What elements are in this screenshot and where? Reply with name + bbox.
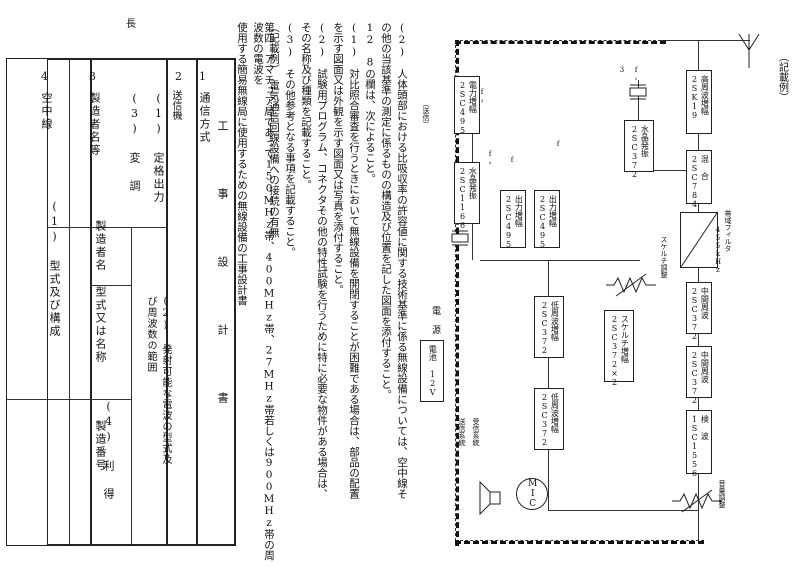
label-sheet: （送信） — [422, 100, 430, 128]
wire-dash-top — [455, 40, 666, 44]
title-band — [197, 59, 235, 545]
wire-mix-osc — [638, 170, 698, 171]
row1-band — [167, 59, 197, 545]
crystal-icon — [629, 84, 647, 100]
note-12-3: (3) その他参考となる事項を記載すること。 — [284, 22, 297, 258]
note-4b: 使用する簡易無線局に使用するための無線設備の工事設計書 — [236, 22, 249, 306]
row3-col-split — [69, 59, 70, 545]
block-battery: 電池 12V — [420, 340, 444, 402]
wire-dash-left — [455, 40, 459, 546]
label-bandpass: 帯域フィルタ — [724, 210, 732, 252]
row3-label: 製造者名等 — [88, 92, 101, 157]
label-f3: f₃ — [478, 88, 486, 104]
row1-num: 1 — [196, 70, 209, 85]
wire-antenna-top — [660, 40, 750, 41]
row1-label: 通信方式 — [198, 92, 211, 144]
row2-split-b — [91, 285, 131, 286]
squelch-resistor-icon — [606, 273, 656, 297]
mic-icon: MIC — [516, 478, 548, 510]
wire-tx-b — [548, 510, 698, 511]
design-form-table — [6, 58, 236, 546]
row3-model: 型式又は名称 — [94, 286, 107, 364]
form-title: 工 事 設 計 書 — [216, 120, 229, 425]
row2-split-a — [91, 227, 167, 228]
long-mark: 長 — [123, 18, 135, 28]
row2-split-c — [91, 399, 131, 400]
row2-3: (3) 変 調 — [128, 92, 141, 193]
label-f5: f — [508, 156, 516, 164]
label-bandpass-freq: 455kHz — [714, 226, 722, 274]
row2-num: 2 — [172, 70, 185, 85]
wire-tx-a — [548, 260, 549, 510]
antenna-icon — [738, 33, 760, 68]
row2-band — [91, 59, 167, 545]
label-f2: f₂ — [486, 150, 494, 166]
row2-4: (4) 利 得 — [102, 400, 115, 501]
row3-maker: 製造者名 — [94, 220, 107, 272]
row4-num: 4 — [38, 70, 51, 85]
label-power: 電 源 — [430, 306, 440, 334]
note-4: 第四 アマチュア局であって150MHz帯、400MHz帯、27MHz帯若しくは9… — [252, 22, 276, 561]
crystal2-icon — [451, 230, 469, 246]
row2-col-split — [131, 227, 132, 545]
note-12: 12 8の欄は、次によること。 — [364, 22, 377, 184]
row2-2: (2) 発射可能な電波の型式及び周波数の範囲 — [145, 296, 171, 465]
bandpass-diagonal — [681, 213, 717, 267]
label-rx-line: 受信系統 — [472, 418, 480, 446]
label-x3: 3 — [618, 66, 626, 74]
wire-tx-chain — [480, 260, 640, 261]
label-volume: 音量調整 — [718, 480, 726, 508]
wire-dash-bottom — [455, 540, 704, 544]
diagram-example-label: （記載例） — [776, 52, 788, 102]
label-tx-line: 送信系統 — [458, 418, 466, 446]
row4-label: 空中線 — [40, 92, 53, 131]
row2-1: (1) 定格出力 — [152, 92, 165, 204]
note-12-1: (1) 対比照合審査を行うときにおいて無線設備を開閉することが困難である場合は、… — [348, 22, 361, 499]
note-2b: の他の当該基準の測定に係るものの構造及び位置を記した図面を添付すること。 — [380, 22, 393, 400]
speaker-icon — [479, 480, 501, 516]
note-12-1b: を示す図面又は外観を示す図面又は写真を添付すること。 — [332, 22, 345, 295]
block-bandpass — [680, 212, 718, 268]
row4-split — [7, 399, 47, 400]
note-example: （記載例） 電気通信回線設備への接続の有無 — [268, 22, 281, 238]
row4-1: (1) 型式及び構成 — [48, 200, 61, 338]
note-12-2: (2) 試験用プログラム、コネクタその他の特性試験を行うために特に必要な物件があ… — [316, 22, 329, 499]
row3-num: 3 — [86, 70, 99, 85]
label-squelch-sw: スケルチ調整 — [660, 236, 668, 278]
row3-serial: 製造番号 — [94, 420, 107, 472]
note-2: (2) 人体頭部における比吸収率の許容値に関する技術基準に係る無線設備については… — [396, 22, 409, 499]
note-12-2b: その名称及び種類を記載すること。 — [300, 22, 313, 190]
volume-resistor-icon — [672, 489, 722, 513]
row2-group: 送信機 — [170, 90, 181, 120]
label-f1: f₁ — [632, 66, 640, 82]
label-f4: f — [554, 140, 562, 148]
